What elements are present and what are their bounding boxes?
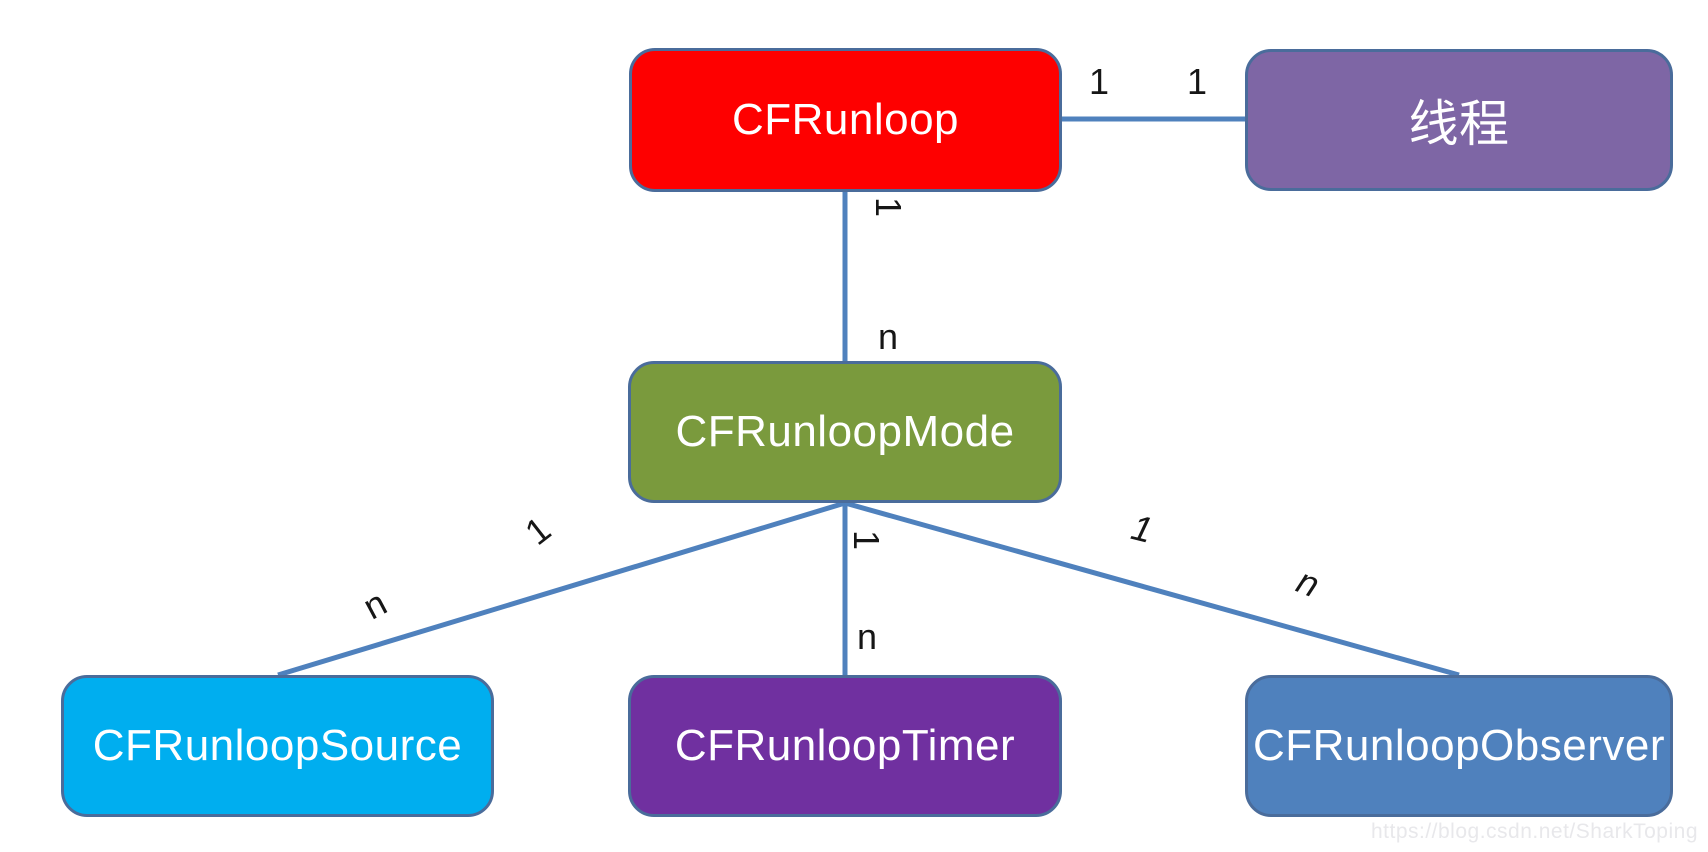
edge-mode-source <box>277 500 846 678</box>
edge-mode-observer <box>844 500 1460 678</box>
multiplicity-mode-timer-near: 1 <box>846 529 887 551</box>
node-cfrunloopobserver-label: CFRunloopObserver <box>1253 721 1665 770</box>
multiplicity-runloop-mode-far: n <box>877 316 899 357</box>
csdn-watermark: https://blog.csdn.net/SharkToping <box>1370 820 1698 843</box>
node-cfrunloop-label: CFRunloop <box>731 95 960 144</box>
multiplicity-runloop-mode-near: 1 <box>868 196 909 218</box>
node-cfrunloopmode-label: CFRunloopMode <box>675 407 1015 456</box>
node-thread: 线程 <box>1245 49 1673 191</box>
node-cfrunlooptimer: CFRunloopTimer <box>628 675 1062 817</box>
multiplicity-mode-timer-far: n <box>856 616 878 657</box>
multiplicity-runloop-thread-near: 1 <box>1088 61 1110 102</box>
node-cfrunloopsource-label: CFRunloopSource <box>92 721 463 770</box>
node-cfrunloop: CFRunloop <box>629 48 1062 192</box>
node-cfrunlooptimer-label: CFRunloopTimer <box>674 721 1016 770</box>
multiplicity-runloop-thread-far: 1 <box>1186 61 1208 102</box>
node-thread-label: 线程 <box>1408 96 1510 152</box>
node-cfrunloopobserver: CFRunloopObserver <box>1245 675 1673 817</box>
node-cfrunloopmode: CFRunloopMode <box>628 361 1062 503</box>
node-cfrunloopsource: CFRunloopSource <box>61 675 494 817</box>
